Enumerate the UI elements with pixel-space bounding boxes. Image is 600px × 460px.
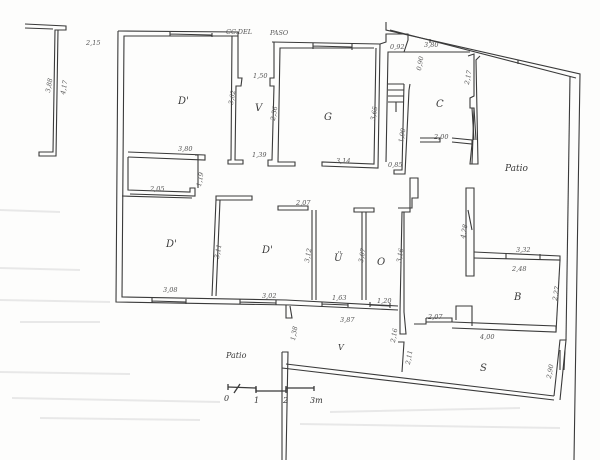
scale-tick-3m: 3m — [310, 396, 323, 405]
dim-s-door: 2,07 — [428, 313, 443, 321]
scale-tick-0: 0 — [224, 394, 230, 403]
room-label-v: V — [255, 103, 263, 114]
room-label-o: O — [377, 257, 386, 268]
dim-c-bottom: 2,00 — [434, 133, 449, 141]
room-label-s: S — [480, 363, 487, 374]
room-label-c: C — [436, 99, 444, 110]
room-label-patio-left: Patio — [226, 351, 247, 360]
scale-bar-lines — [227, 383, 315, 394]
dim-top-label-b: PASO — [270, 29, 289, 37]
room-label-d3: D' — [262, 245, 273, 256]
dim-v-bottom: 1,39 — [252, 151, 267, 159]
dim-top-label-a: CC.DEL — [226, 28, 253, 36]
dim-top-gap: 2,15 — [86, 39, 101, 47]
dim-c-top: 3,80 — [424, 41, 439, 49]
dim-v-top: 1,50 — [253, 72, 268, 80]
room-label-d2: D' — [166, 239, 177, 250]
dim-d2-bottom: 3,08 — [163, 286, 178, 294]
scale-tick-1: 1 — [254, 396, 260, 405]
room-label-patio-right: Patio — [505, 164, 528, 174]
room-label-g: G — [324, 112, 332, 123]
dim-closet-bottom: 2,05 — [150, 185, 165, 193]
room-label-b: B — [514, 292, 522, 303]
dim-o-bottom: 1,20 — [377, 297, 392, 305]
dim-stair-top: 0,92 — [390, 43, 405, 51]
dim-d3-top: 2,07 — [296, 199, 311, 207]
dim-d1-bottom: 3,80 — [178, 145, 193, 153]
room-label-u: Ü — [334, 253, 343, 264]
scale-tick-2: 2 — [283, 396, 289, 405]
dim-u-bottom: 1,63 — [332, 294, 347, 302]
room-label-d1: D' — [178, 96, 189, 107]
dim-d3-bottom: 3,02 — [262, 292, 277, 300]
dim-v2-top: 3,87 — [340, 316, 355, 324]
dim-patio-bottom: 3,32 — [516, 246, 531, 254]
dim-g-bottom: 3,14 — [336, 157, 351, 165]
room-label-v2: V — [338, 343, 344, 352]
dim-stair-bottom: 0,85 — [388, 161, 403, 169]
dim-b-top: 2,48 — [512, 265, 527, 273]
dim-s-top: 4,00 — [480, 333, 495, 341]
